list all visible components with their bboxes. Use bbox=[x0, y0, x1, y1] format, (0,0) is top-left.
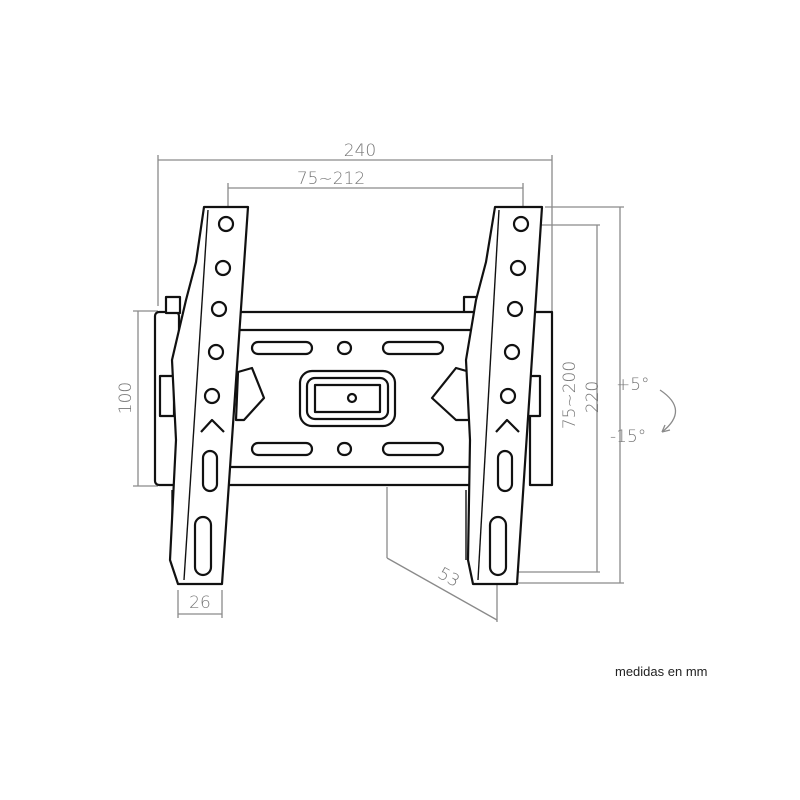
tv-plate bbox=[226, 310, 480, 487]
tilt-indicator: +5° -15° bbox=[610, 375, 677, 447]
right-bracket bbox=[464, 205, 544, 586]
vesa-vertical-label: 75~200 bbox=[560, 361, 580, 429]
vesa-horizontal-label: 75~212 bbox=[297, 169, 365, 189]
dimension-overall-height: 220 bbox=[510, 206, 624, 584]
dimension-wall-plate-height: 100 bbox=[116, 310, 158, 487]
dimension-vesa-vertical: 75~200 bbox=[505, 224, 600, 573]
overall-width-label: 240 bbox=[344, 141, 376, 161]
chevron-up-icon bbox=[495, 418, 520, 433]
bracket-width-label: 26 bbox=[189, 593, 211, 613]
wall-plate bbox=[153, 295, 554, 560]
overall-height-label: 220 bbox=[583, 381, 603, 413]
dimension-bracket-width: 26 bbox=[177, 590, 223, 618]
tilt-arc-arrow-icon bbox=[659, 389, 677, 433]
dimension-vesa-horizontal: 75~212 bbox=[227, 169, 524, 215]
wall-plate-height-label: 100 bbox=[116, 382, 136, 414]
units-note: medidas en mm bbox=[615, 664, 708, 679]
dimension-overall-width: 240 bbox=[157, 141, 553, 312]
tilt-up-label: +5° bbox=[616, 375, 650, 395]
chevron-up-icon bbox=[200, 418, 225, 433]
tilt-down-label: -15° bbox=[610, 427, 646, 447]
left-bracket bbox=[168, 205, 250, 586]
